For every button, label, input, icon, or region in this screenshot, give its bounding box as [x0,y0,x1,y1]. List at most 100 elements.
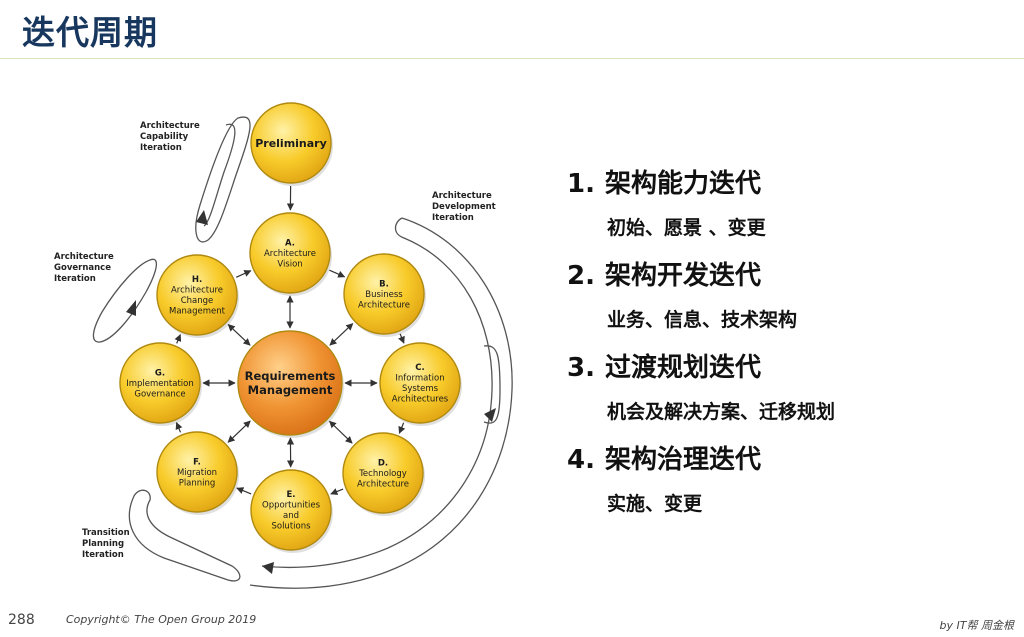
iteration-label-capability: Architecture [140,121,200,131]
iteration-title: 架构能力迭代 [605,169,762,199]
author-credit: by IT帮 周金根 [939,619,1014,632]
capability-loop-arrowhead [196,210,208,225]
iteration-detail: 实施、变更 [607,493,703,515]
iteration-title: 过渡规划迭代 [605,353,762,383]
iteration-label-development: Architecture [432,191,492,201]
iteration-item: 3. 过渡规划迭代 机会及解决方案、迁移规划 [567,348,1007,440]
node-label: Architecture [264,249,316,259]
iteration-label-governance: Architecture [54,252,114,262]
development-loop [249,217,513,589]
iteration-number: 1. [567,169,595,199]
arrow-h-to-a [235,270,252,278]
slide-title: 迭代周期 [22,13,158,52]
node-circle [342,432,424,514]
node-label: Planning [179,478,216,488]
iteration-label-governance: Governance [54,263,111,273]
cycle-arrows [174,185,406,495]
node-label: Architectures [392,395,449,405]
node-label: Implementation [126,379,194,389]
node-label: E. [286,490,295,500]
node-circle [250,469,332,551]
iteration-number: 4. [567,445,595,475]
node-label: Requirements [245,369,336,383]
node-label: Architecture [171,286,223,296]
node-circle [156,254,238,336]
governance-loop-arrowhead [126,300,136,316]
transition-loop-arrowhead [262,562,274,574]
iteration-labels: ArchitectureCapabilityIterationArchitect… [54,121,496,560]
node-label: Management [248,383,333,397]
title-divider [0,58,1024,59]
node-circle [343,253,425,335]
node-label: H. [192,275,202,285]
arrow-f-to-g [175,422,183,433]
arrow-center-h [227,324,251,346]
node-label: Governance [134,389,185,399]
node-label: B. [379,279,389,289]
node-circle [156,431,238,513]
node-label: Architecture [358,300,410,310]
node-label: A. [285,238,295,248]
development-loop-arrowhead [484,408,496,422]
iteration-title: 架构开发迭代 [605,261,762,291]
node-circle [237,330,343,436]
arrow-center-f [227,420,251,443]
node-label: Business [365,290,403,300]
iteration-label-transition: Iteration [82,550,124,560]
transition-loop [128,489,241,582]
node-preliminary: Preliminary [250,102,333,186]
node-label: Preliminary [255,137,327,150]
iteration-detail: 机会及解决方案、迁移规划 [607,401,836,423]
node-label: Vision [277,259,302,269]
iteration-item: 1. 架构能力迭代 初始、愿景 、变更 [567,164,1007,256]
arrow-center-d [329,420,353,444]
node-label: Systems [402,384,439,394]
node-label: Solutions [271,522,311,532]
node-label: Management [169,307,226,317]
arrow-c-to-d [398,422,406,434]
iteration-detail: 初始、愿景 、变更 [607,217,766,239]
iteration-label-transition: Planning [82,539,124,549]
node-label: Change [181,296,214,306]
arrow-a-to-b [329,269,346,278]
governance-loop [92,258,157,343]
iteration-label-governance: Iteration [54,274,96,284]
node-label: G. [155,368,165,378]
node-label: F. [193,457,201,467]
iteration-label-development: Development [432,202,496,212]
iteration-number: 2. [567,261,595,291]
arrow-e-to-f [236,487,252,495]
arrow-d-to-e [330,488,344,495]
node-label: Technology [358,469,407,479]
node-circle [250,102,332,184]
node-label: D. [378,458,388,468]
iteration-label-development: Iteration [432,213,474,223]
iteration-list: 1. 架构能力迭代 初始、愿景 、变更 2. 架构开发迭代 业务、信息、技术架构 3… [567,164,1007,532]
capability-loop [195,116,251,243]
iteration-title: 架构治理迭代 [605,445,762,475]
node-label: C. [415,363,424,373]
iteration-number: 3. [567,353,595,383]
arrow-b-to-c [398,333,405,344]
node-circle [119,342,201,424]
capability-loop-inner [203,123,236,227]
arrow-g-to-h [174,333,182,344]
iteration-item: 2. 架构开发迭代 业务、信息、技术架构 [567,256,1007,348]
development-loop-notch [483,345,501,424]
iteration-detail: 业务、信息、技术架构 [607,309,798,331]
iteration-item: 4. 架构治理迭代 实施、变更 [567,440,1007,532]
arrow-center-b [329,323,354,346]
node-label: and [283,511,299,521]
node-label: Opportunities [262,501,321,511]
node-circle [249,212,331,294]
iteration-label-transition: Transition [82,528,130,538]
